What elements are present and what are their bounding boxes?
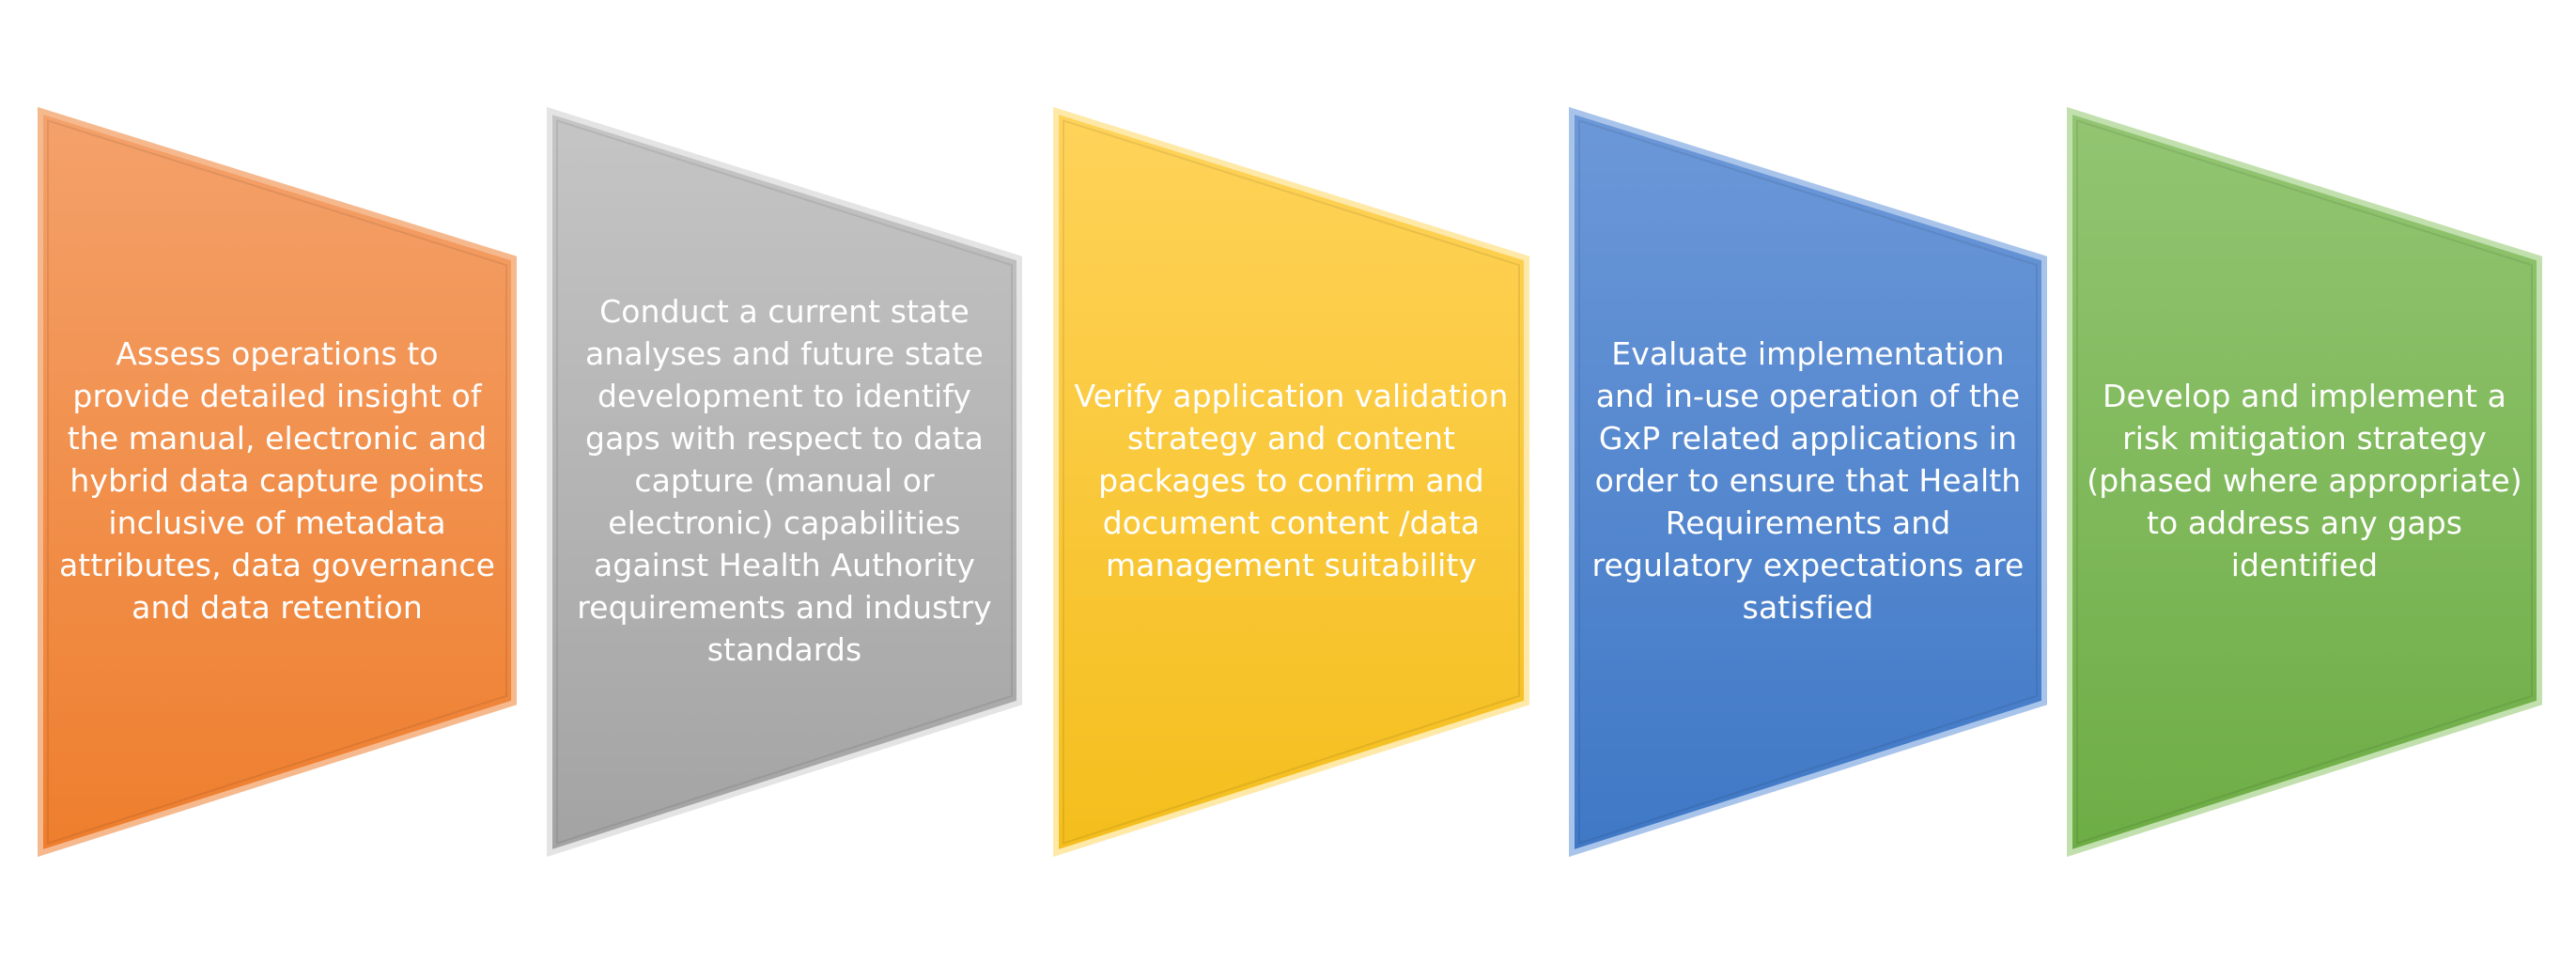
- step-5-text: Develop and implement a risk mitigation …: [2087, 378, 2522, 583]
- step-4-text: Evaluate implementation and in-use opera…: [1591, 335, 2025, 626]
- step-4-bevel: [1578, 119, 2038, 845]
- step-2-text: Conduct a current state analyses and fut…: [577, 293, 992, 668]
- step-1-text: Assess operations to provide detailed in…: [58, 335, 496, 626]
- step-2-shape: [547, 106, 1022, 858]
- step-5-shape: [2067, 106, 2542, 858]
- step-2-bevel: [556, 119, 1013, 845]
- step-3-text: Verify application validation strategy a…: [1074, 378, 1509, 583]
- step-5-bevel: [2076, 119, 2533, 845]
- step-1-shape: [38, 106, 517, 858]
- step-4-shape: [1569, 106, 2047, 858]
- step-1-bevel: [47, 119, 507, 845]
- step-3-bevel: [1063, 119, 1520, 845]
- step-3-shape: [1053, 106, 1529, 858]
